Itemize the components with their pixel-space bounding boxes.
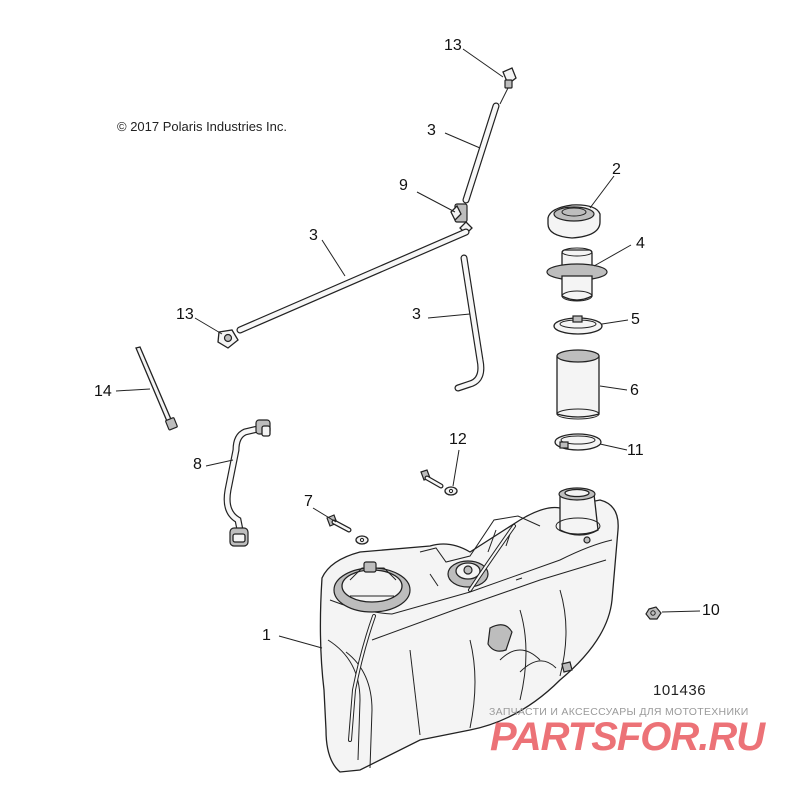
copyright-notice: © 2017 Polaris Industries Inc. [117,119,287,134]
callout-13-left: 13 [176,306,194,323]
check-valve-left [217,329,239,349]
vent-hose-long [236,228,470,334]
leader-lines [115,48,701,649]
filler-hose [556,349,600,420]
callout-3-j: 3 [412,306,421,323]
fuel-cap [547,204,601,239]
callout-11: 11 [627,442,644,459]
cable-tie [135,346,178,431]
check-valve-top [499,67,517,105]
callout-6: 6 [630,382,639,399]
drawing-number: 101436 [653,682,707,699]
callout-14: 14 [94,383,112,400]
filler-neck [546,247,608,302]
bolt-washer-7 [326,514,369,545]
bolt-washer-12 [420,469,458,496]
watermark-tagline: ЗАПЧАСТИ И АКСЕССУАРЫ ДЛЯ МОТОТЕХНИКИ [489,706,749,718]
callout-1: 1 [262,627,271,644]
callout-13-top: 13 [444,37,462,54]
callout-12: 12 [449,431,467,448]
vent-hose-upper [462,102,500,204]
fuel-line [223,419,271,547]
callout-4: 4 [636,235,645,252]
callout-3-long: 3 [309,227,318,244]
callout-5: 5 [631,311,640,328]
callout-9: 9 [399,177,408,194]
callout-3-upper: 3 [427,122,436,139]
callout-10: 10 [702,602,720,619]
vent-hose-j [454,254,485,392]
hose-clamp-upper [553,315,603,335]
tee-fitting [450,203,473,235]
nut-10 [645,606,662,620]
callout-8: 8 [193,456,202,473]
hose-clamp-lower [554,433,602,451]
callout-7: 7 [304,493,313,510]
fuel-tank [319,487,619,773]
watermark-logo: PARTSFOR.RU [490,715,765,759]
callout-2: 2 [612,161,621,178]
